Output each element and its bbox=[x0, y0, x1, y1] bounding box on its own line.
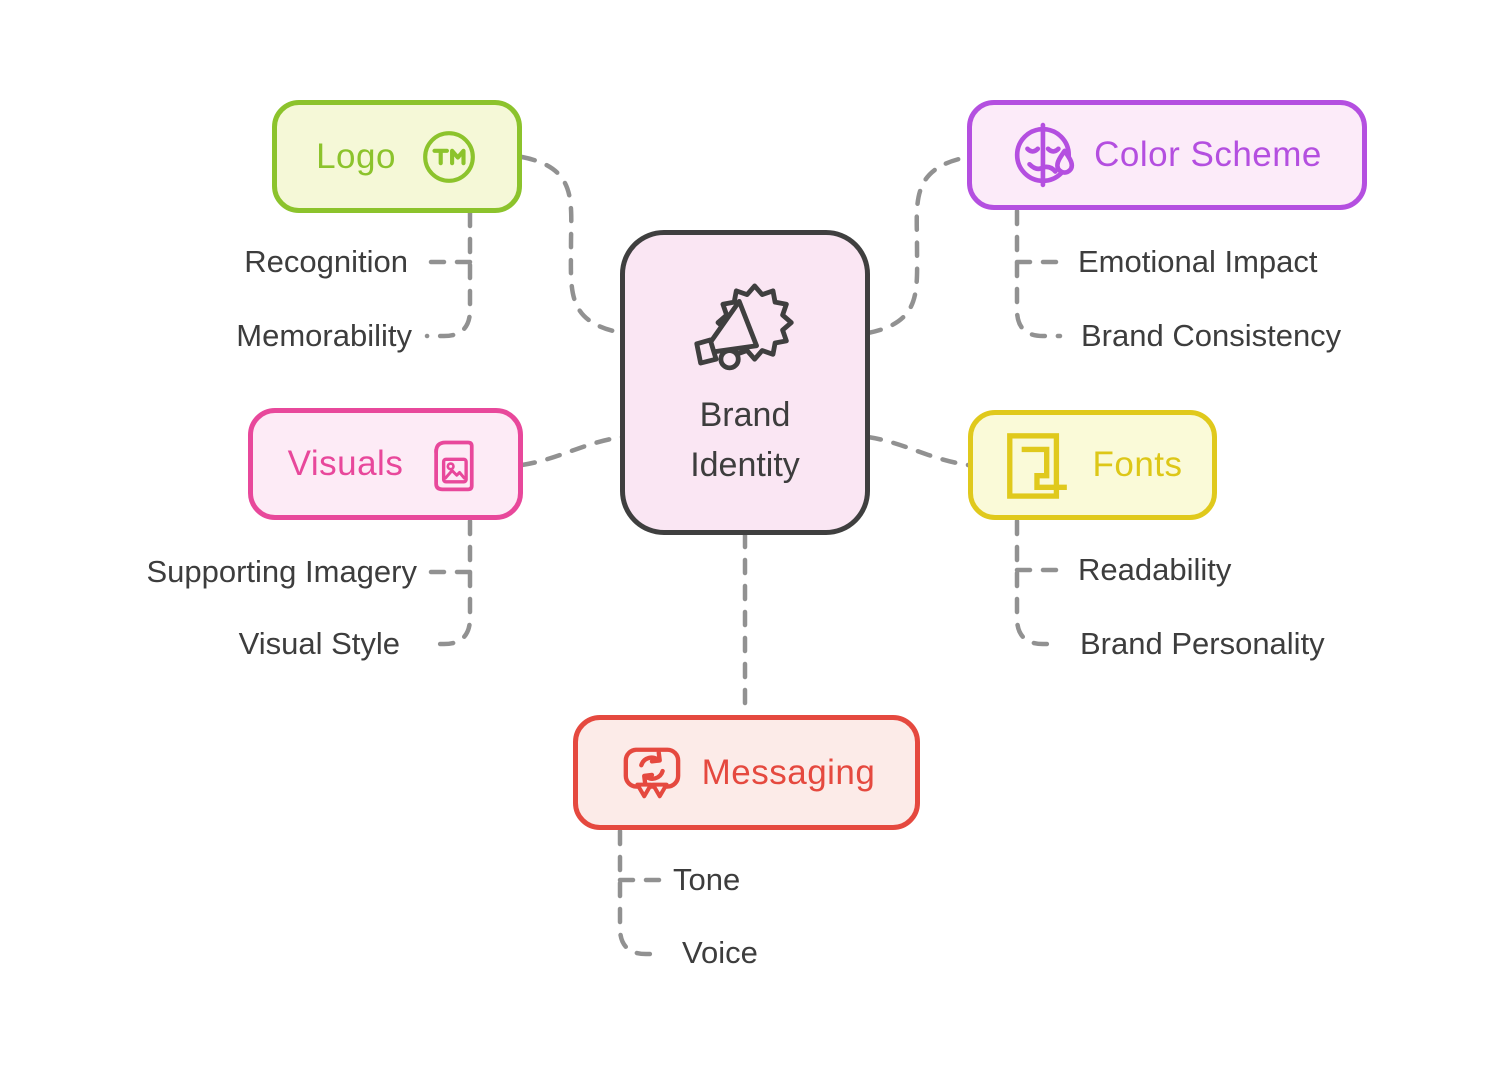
font-glyph-icon bbox=[1002, 429, 1070, 501]
node-logo-label: Logo bbox=[316, 136, 396, 176]
edge-visuals-visual-style bbox=[425, 518, 473, 647]
subtopic-supporting-imagery: Supporting Imagery bbox=[146, 554, 417, 589]
subtopic-emotional-impact: Emotional Impact bbox=[1078, 244, 1318, 279]
subtopic-voice: Voice bbox=[682, 935, 758, 970]
subtopic-tone: Tone bbox=[673, 862, 741, 897]
edge-fonts-brand-personality bbox=[1014, 518, 1062, 647]
node-visuals-label: Visuals bbox=[287, 444, 404, 483]
node-fonts-label: Fonts bbox=[1092, 445, 1183, 484]
edge-logo-memorability bbox=[424, 210, 473, 339]
trademark-icon bbox=[420, 128, 478, 186]
node-messaging: Messaging bbox=[573, 715, 920, 830]
subtopic-brand-personality: Brand Personality bbox=[1080, 626, 1325, 661]
chat-sync-icon bbox=[618, 742, 684, 804]
node-fonts: Fonts bbox=[968, 410, 1217, 520]
emotion-face-icon bbox=[1012, 122, 1078, 188]
subtopic-brand-consistency: Brand Consistency bbox=[1081, 318, 1342, 353]
center-node-label: Brand Identity bbox=[690, 396, 800, 484]
subtopic-recognition: Recognition bbox=[244, 244, 408, 279]
subtopic-visual-style: Visual Style bbox=[238, 626, 400, 661]
node-color-scheme: Color Scheme bbox=[967, 100, 1367, 210]
node-messaging-label: Messaging bbox=[701, 752, 876, 792]
edge-center-logo bbox=[519, 154, 625, 336]
node-visuals: Visuals bbox=[248, 408, 523, 520]
edge-messaging-voice bbox=[617, 828, 660, 957]
node-color-scheme-label: Color Scheme bbox=[1094, 135, 1322, 174]
subtopic-memorability: Memorability bbox=[236, 318, 412, 353]
edge-center-colorscheme bbox=[865, 154, 971, 336]
node-logo: Logo bbox=[272, 100, 522, 213]
subtopic-readability: Readability bbox=[1078, 552, 1232, 587]
edge-center-visuals bbox=[519, 434, 625, 468]
node-brand-identity: Brand Identity bbox=[620, 230, 870, 535]
photo-album-icon bbox=[423, 434, 483, 494]
edge-colorscheme-brand-consistency bbox=[1014, 208, 1063, 339]
edge-center-fonts bbox=[865, 434, 971, 468]
megaphone-badge-icon bbox=[691, 275, 799, 374]
